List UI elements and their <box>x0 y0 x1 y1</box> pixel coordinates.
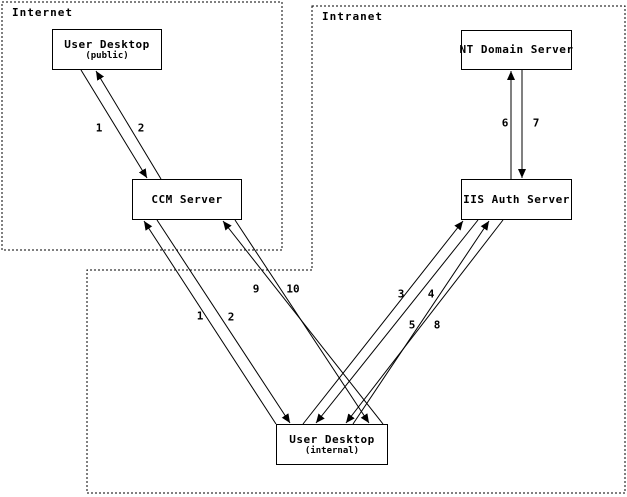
node-user-desktop-internal: User Desktop (internal) <box>276 424 388 465</box>
region-label-internet: Internet <box>12 6 73 19</box>
node-user-desktop-public: User Desktop (public) <box>52 29 162 70</box>
node-label: NT Domain Server <box>459 43 574 56</box>
flow-arrow-10 <box>234 219 370 424</box>
node-ccm-server: CCM Server <box>132 179 242 220</box>
flow-number-3: 3 <box>397 287 405 301</box>
region-label-intranet: Intranet <box>322 10 383 23</box>
flow-number-1: 1 <box>95 121 103 135</box>
flow-number-1: 1 <box>196 309 204 323</box>
flow-arrow-2 <box>156 219 291 424</box>
flow-arrow-2 <box>95 70 162 180</box>
node-sublabel: (public) <box>85 50 129 61</box>
flow-number-10: 10 <box>286 282 300 296</box>
node-label: User Desktop <box>64 37 150 51</box>
flow-number-5: 5 <box>408 318 416 332</box>
flow-number-6: 6 <box>501 116 509 130</box>
region-outline-internet <box>1 1 283 251</box>
flow-number-9: 9 <box>252 282 260 296</box>
flow-arrow-1 <box>143 220 277 425</box>
flow-number-2: 2 <box>137 121 145 135</box>
flow-arrow-4 <box>315 219 479 424</box>
node-sublabel: (internal) <box>304 445 360 456</box>
region-outline-intranet <box>86 5 626 494</box>
flow-number-2: 2 <box>227 310 235 324</box>
flow-arrow-1 <box>80 69 148 179</box>
flow-number-4: 4 <box>427 287 435 301</box>
node-iis-auth-server: IIS Auth Server <box>461 179 572 220</box>
node-label: CCM Server <box>151 192 223 206</box>
node-label: IIS Auth Server <box>463 192 570 206</box>
node-label: User Desktop <box>289 432 375 446</box>
flow-number-8: 8 <box>433 318 441 332</box>
flow-arrow-8 <box>345 219 504 424</box>
flow-arrow-5 <box>352 220 490 425</box>
node-nt-domain-server: NT Domain Server <box>459 30 574 70</box>
flow-arrow-3 <box>302 220 464 425</box>
flow-number-7: 7 <box>532 116 540 130</box>
